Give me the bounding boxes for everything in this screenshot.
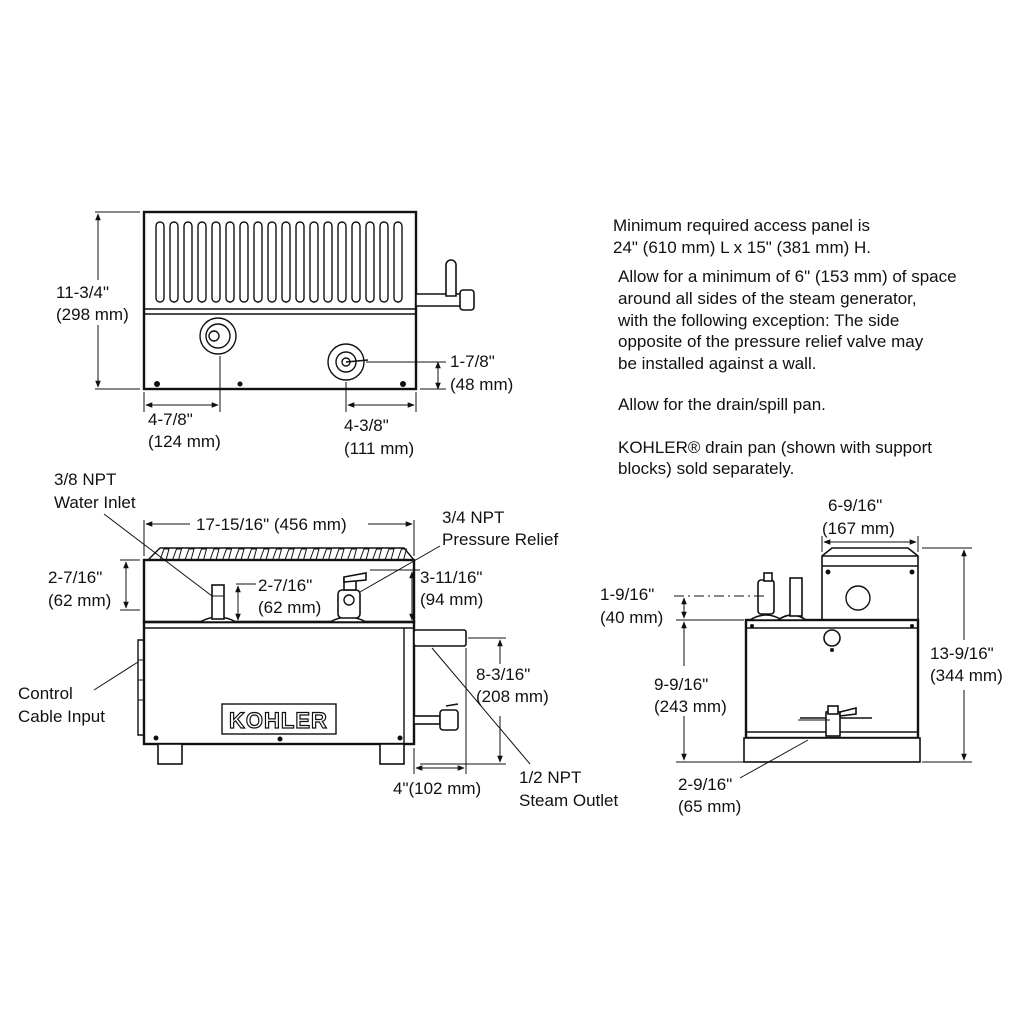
side-depth-dim: 6-9/16" [828, 496, 882, 515]
water-inlet-label-2: Water Inlet [54, 493, 136, 512]
side-pan-height-dim-mm: (65 mm) [678, 797, 741, 816]
vent-slot [211, 221, 221, 303]
vent-slot [197, 221, 207, 303]
vent-slot [393, 221, 403, 303]
front-body [142, 620, 416, 746]
vent-slot [183, 221, 193, 303]
left-height-dim-mm: (62 mm) [48, 591, 111, 610]
pressure-relief-label-2: Pressure Relief [442, 530, 558, 549]
kohler-logo-plate [221, 703, 337, 735]
vent-slot [253, 221, 263, 303]
grille-fin [184, 548, 195, 561]
relief-height-dim-front: 3-11/16" [420, 568, 482, 587]
side-inlet-height-dim-mm: (40 mm) [600, 608, 663, 627]
grille-fin [272, 548, 283, 561]
vent-slot [351, 221, 361, 303]
side-top-box [821, 547, 919, 621]
vent-slot [365, 221, 375, 303]
note-space-1: Allow for a minimum of 6" (153 mm) of sp… [618, 267, 957, 286]
steam-outlet-label-2: Steam Outlet [519, 791, 618, 810]
side-total-height-dim-mm: (344 mm) [930, 666, 1003, 685]
inlet-height-dim-mm: (62 mm) [258, 598, 321, 617]
note-space-3: with the following exception: The side [617, 311, 899, 330]
side-body-height-dim-mm: (243 mm) [654, 697, 727, 716]
grille-fin [334, 548, 345, 561]
relief-valve-top [327, 343, 365, 381]
front-width-dim: 17-15/16" (456 mm) [196, 515, 347, 534]
outlet-offset-dim: 4"(102 mm) [393, 779, 481, 798]
control-label-1: Control [18, 684, 73, 703]
grille-fin [209, 548, 220, 561]
vent-slot [225, 221, 235, 303]
side-view: 6-9/16" (167 mm) 1-9/16" (40 mm) 9-9/16"… [600, 496, 1003, 816]
grille-fin [247, 548, 258, 561]
vent-slot [267, 221, 277, 303]
side-inlet-height-dim: 1-9/16" [600, 585, 654, 604]
water-inlet-label-1: 3/8 NPT [54, 470, 116, 489]
grille-fin [172, 548, 183, 561]
vent-slot [239, 221, 249, 303]
top-height-dim-mm: (298 mm) [56, 305, 129, 324]
side-pan-height-dim: 2-9/16" [678, 775, 732, 794]
grille-fin [259, 548, 270, 561]
note-space-4: opposite of the pressure relief valve ma… [618, 332, 924, 351]
side-body-height-dim: 9-9/16" [654, 675, 708, 694]
notes: Minimum required access panel is 24" (61… [613, 216, 957, 478]
vent-slots [155, 221, 403, 303]
grille-fin [297, 548, 308, 561]
note-space-5: be installed against a wall. [618, 354, 816, 373]
note-pan-2: blocks) sold separately. [618, 459, 794, 478]
water-inlet-top [199, 317, 237, 355]
grille-fin [397, 548, 408, 561]
relief-offset-dim-mm: (111 mm) [344, 439, 414, 458]
drain-pan [743, 737, 921, 763]
grille-fin [159, 548, 170, 561]
steam-outlet-label-1: 1/2 NPT [519, 768, 581, 787]
note-access-2: 24" (610 mm) L x 15" (381 mm) H. [613, 238, 871, 257]
inlet-offset-dim-mm: (124 mm) [148, 432, 221, 451]
grille-fin [384, 548, 395, 561]
vent-slot [379, 221, 389, 303]
grille-fin [309, 548, 320, 561]
pressure-relief-label-1: 3/4 NPT [442, 508, 504, 527]
inlet-offset-dim: 4-7/8" [148, 410, 193, 429]
note-space-2: around all sides of the steam generator, [618, 289, 917, 308]
outlet-height-dim: 8-3/16" [476, 665, 530, 684]
vent-slot [281, 221, 291, 303]
note-access-1: Minimum required access panel is [613, 216, 870, 235]
vent-slot [169, 221, 179, 303]
vent-slot [295, 221, 305, 303]
relief-height-dim: 1-7/8" [450, 352, 495, 371]
grille-fin [284, 548, 295, 561]
note-drain: Allow for the drain/spill pan. [618, 395, 826, 414]
top-height-dim: 11-3/4" [56, 283, 109, 302]
top-view: 11-3/4" (298 mm) 4-7/8" (124 mm) 4-3/8" … [56, 210, 513, 458]
vent-slot [337, 221, 347, 303]
grille-fin [322, 548, 333, 561]
relief-height-dim-mm: (48 mm) [450, 375, 513, 394]
grille-fin [197, 548, 208, 561]
grille-fin [222, 548, 233, 561]
front-view: KOHLER 17-15/16" (456 mm) 3/8 NPT Water … [18, 470, 618, 810]
grille-fin [234, 548, 245, 561]
inlet-height-dim: 2-7/16" [258, 576, 312, 595]
grille-fin [359, 548, 370, 561]
vent-slot [309, 221, 319, 303]
grille-fin [347, 548, 358, 561]
outlet-height-dim-mm: (208 mm) [476, 687, 549, 706]
side-total-height-dim: 13-9/16" [930, 644, 994, 663]
control-label-2: Cable Input [18, 707, 105, 726]
left-height-dim: 2-7/16" [48, 568, 102, 587]
vent-slot [323, 221, 333, 303]
note-pan-1: KOHLER® drain pan (shown with support [618, 438, 932, 457]
vent-slot [155, 221, 165, 303]
grille-fin [372, 548, 383, 561]
kohler-logo: KOHLER [229, 708, 328, 733]
side-depth-dim-mm: (167 mm) [822, 519, 895, 538]
relief-height-dim-front-mm: (94 mm) [420, 590, 483, 609]
relief-offset-dim: 4-3/8" [344, 416, 389, 435]
grille-fins [159, 548, 408, 561]
